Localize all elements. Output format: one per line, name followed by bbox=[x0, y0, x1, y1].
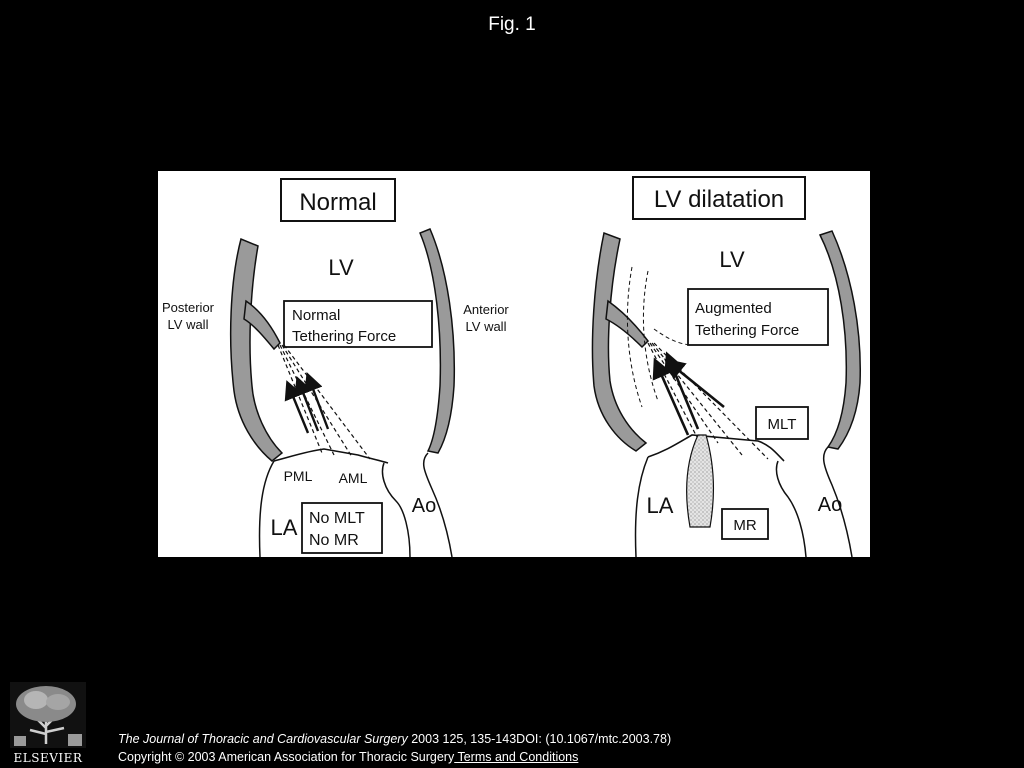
copyright-text: Copyright © 2003 American Association fo… bbox=[118, 750, 455, 764]
augmented-tethering-box bbox=[687, 288, 829, 346]
citation-line: The Journal of Thoracic and Cardiovascul… bbox=[118, 730, 671, 748]
dilated-anterior-wall bbox=[818, 230, 861, 450]
dilatation-heading-box bbox=[632, 176, 806, 220]
normal-status-box bbox=[301, 502, 383, 554]
normal-aorta-outline-1 bbox=[381, 462, 411, 557]
normal-tethering-label-1: Normal bbox=[292, 307, 340, 324]
dilated-ao-label: Ao bbox=[818, 494, 842, 516]
normal-mitral-leaflets bbox=[273, 448, 389, 464]
dilated-la-outline bbox=[634, 456, 649, 557]
normal-heading-box bbox=[280, 178, 396, 222]
copyright-line: Copyright © 2003 American Association fo… bbox=[118, 748, 671, 766]
anterior-lv-wall bbox=[419, 228, 456, 454]
pml-label: PML bbox=[284, 468, 313, 484]
dilatation-heading: LV dilatation bbox=[654, 186, 784, 213]
normal-la-label: LA bbox=[271, 515, 298, 540]
normal-tethering-box bbox=[283, 300, 433, 348]
normal-position-ghost bbox=[626, 266, 695, 408]
dilated-la-label: LA bbox=[647, 493, 674, 518]
dilated-aorta-outline-1 bbox=[775, 460, 807, 557]
anterior-wall-label-2: LV wall bbox=[466, 319, 507, 334]
mlt-label: MLT bbox=[768, 416, 797, 433]
mitral-tethering-diagram: Normal LV Posterior LV wall Anterior LV … bbox=[162, 176, 861, 557]
posterior-wall-label-2: LV wall bbox=[168, 317, 209, 332]
journal-name: The Journal of Thoracic and Cardiovascul… bbox=[118, 732, 408, 746]
normal-aorta-outline-2 bbox=[422, 452, 453, 557]
normal-lv-label: LV bbox=[328, 255, 354, 280]
augmented-tethering-arrows bbox=[652, 351, 725, 436]
no-mlt-label: No MLT bbox=[309, 510, 365, 527]
augmented-tethering-label-1: Augmented bbox=[695, 300, 772, 317]
elsevier-logo: ELSEVIER bbox=[8, 680, 88, 766]
normal-panel: Normal LV Posterior LV wall Anterior LV … bbox=[162, 178, 509, 557]
lv-dilatation-panel: LV dilatation LV Augmented Tet bbox=[591, 176, 861, 557]
citation-details: 2003 125, 135-143DOI: (10.1067/mtc.2003.… bbox=[407, 732, 672, 746]
tented-mitral-leaflets bbox=[647, 434, 785, 462]
terms-and-conditions-link[interactable]: Terms and Conditions bbox=[454, 750, 579, 764]
mr-box bbox=[721, 508, 769, 540]
normal-ao-label: Ao bbox=[412, 495, 436, 517]
normal-heading: Normal bbox=[299, 189, 376, 216]
normal-tethering-label-2: Tethering Force bbox=[292, 328, 396, 345]
anterior-wall-label-1: Anterior bbox=[463, 302, 509, 317]
normal-la-outline bbox=[258, 460, 275, 557]
mlt-box bbox=[755, 406, 809, 440]
aml-label: AML bbox=[339, 470, 368, 486]
mr-label: MR bbox=[733, 517, 756, 534]
figure-panel: Normal LV Posterior LV wall Anterior LV … bbox=[158, 171, 870, 557]
citation-footer: The Journal of Thoracic and Cardiovascul… bbox=[118, 730, 671, 766]
elsevier-wordmark: ELSEVIER bbox=[14, 751, 83, 765]
dilatation-lv-label: LV bbox=[719, 247, 745, 272]
mr-jet bbox=[686, 434, 715, 528]
posterior-wall-label-1: Posterior bbox=[162, 300, 215, 315]
augmented-tethering-label-2: Tethering Force bbox=[695, 322, 799, 339]
dilated-aorta-outline-2 bbox=[822, 446, 853, 557]
slide-title: Fig. 1 bbox=[488, 14, 536, 35]
posterior-lv-wall bbox=[229, 237, 284, 462]
dilated-posterior-wall bbox=[591, 231, 648, 452]
no-mr-label: No MR bbox=[309, 532, 359, 549]
normal-tethering-arrows bbox=[284, 372, 330, 434]
papillary-muscle bbox=[243, 299, 281, 351]
normal-chordae bbox=[277, 344, 371, 460]
